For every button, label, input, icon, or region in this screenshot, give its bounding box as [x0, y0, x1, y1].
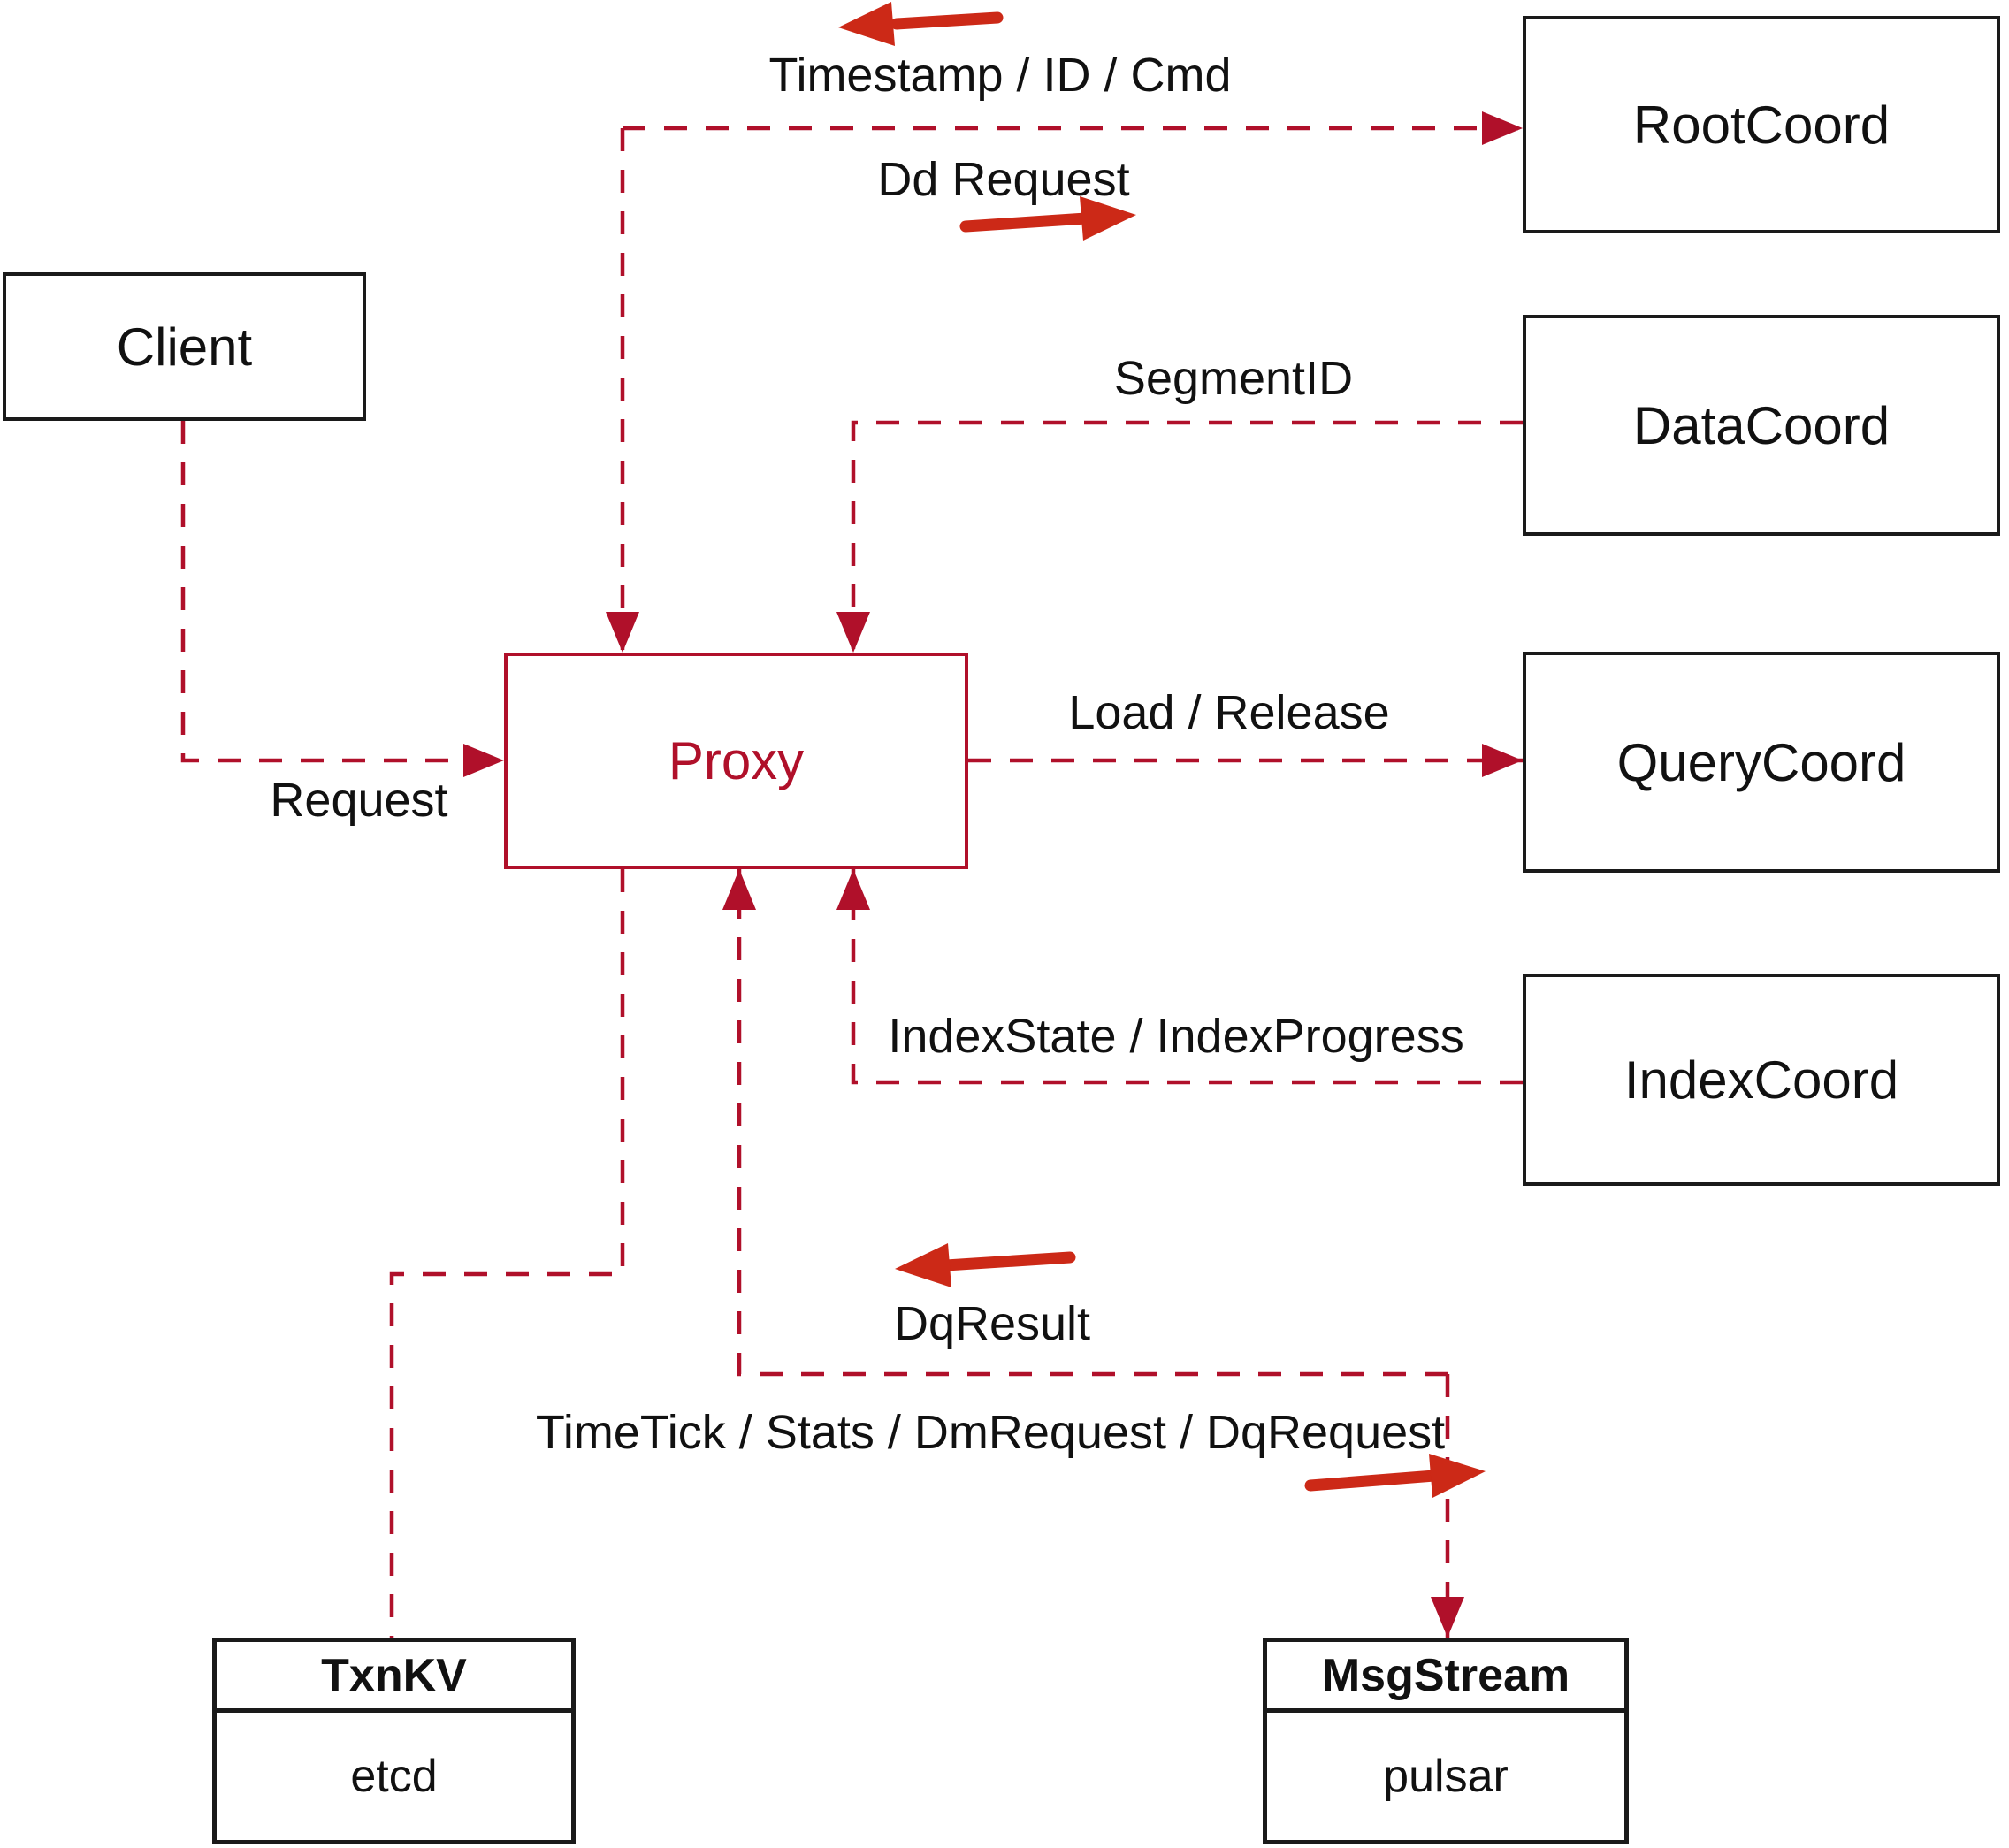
- edge-indexcoord-to-proxy: [851, 869, 1523, 1085]
- edge-label-request: Request: [270, 774, 448, 827]
- node-txnkv-title: TxnKV: [217, 1642, 571, 1713]
- arrowhead-into-proxy-left: [463, 744, 504, 777]
- node-rootcoord: RootCoord: [1523, 16, 2000, 233]
- node-proxy: Proxy: [504, 653, 968, 869]
- node-msgstream: MsgStream pulsar: [1263, 1638, 1629, 1844]
- direction-arrow-dq-result-left: [895, 1243, 1076, 1287]
- direction-arrow-time-tick-right: [1304, 1454, 1486, 1498]
- node-querycoord: QueryCoord: [1523, 652, 2000, 873]
- edge-client-to-proxy: [180, 421, 504, 763]
- edge-label-load-release: Load / Release: [1068, 686, 1390, 739]
- node-rootcoord-label: RootCoord: [1632, 95, 1891, 155]
- node-datacoord: DataCoord: [1523, 315, 2000, 536]
- node-txnkv-impl: etcd: [350, 1751, 438, 1802]
- arrowhead-into-querycoord: [1482, 744, 1523, 777]
- arrowhead-into-proxy-top-left: [606, 612, 639, 653]
- edge-label-dq-result: DqResult: [893, 1297, 1091, 1350]
- edge-msgstream-to-proxy: [737, 869, 1448, 1377]
- edge-datacoord-to-proxy: [851, 420, 1523, 653]
- node-msgstream-impl: pulsar: [1383, 1751, 1509, 1802]
- arrowhead-into-msgstream: [1431, 1597, 1464, 1638]
- node-client: Client: [3, 272, 366, 421]
- node-client-label: Client: [116, 317, 253, 377]
- edge-label-time-tick: TimeTick / Stats / DmRequest / DqRequest: [535, 1406, 1446, 1459]
- direction-arrow-timestamp-left: [838, 2, 1004, 46]
- node-indexcoord-label: IndexCoord: [1623, 1050, 1899, 1110]
- arrowhead-into-proxy-top-right: [836, 612, 870, 653]
- edge-label-timestamp-id-cmd: Timestamp / ID / Cmd: [768, 49, 1232, 102]
- node-indexcoord: IndexCoord: [1523, 974, 2000, 1186]
- arrowhead-into-rootcoord: [1482, 111, 1523, 145]
- node-txnkv: TxnKV etcd: [212, 1638, 576, 1844]
- node-msgstream-title: MsgStream: [1267, 1642, 1624, 1713]
- arrowhead-into-proxy-bottom-right: [836, 869, 870, 910]
- edge-proxy-to-txnkv: [389, 869, 625, 1638]
- edge-label-segment-id: SegmentID: [1113, 352, 1354, 405]
- edge-label-dd-request: Dd Request: [877, 153, 1130, 206]
- direction-arrow-dd-request-right: [959, 196, 1136, 241]
- node-proxy-label: Proxy: [668, 731, 805, 790]
- node-querycoord-label: QueryCoord: [1616, 732, 1906, 792]
- edge-label-index-state: IndexState / IndexProgress: [888, 1010, 1464, 1063]
- node-datacoord-label: DataCoord: [1632, 395, 1891, 455]
- arrowhead-into-proxy-bottom-mid: [722, 869, 756, 910]
